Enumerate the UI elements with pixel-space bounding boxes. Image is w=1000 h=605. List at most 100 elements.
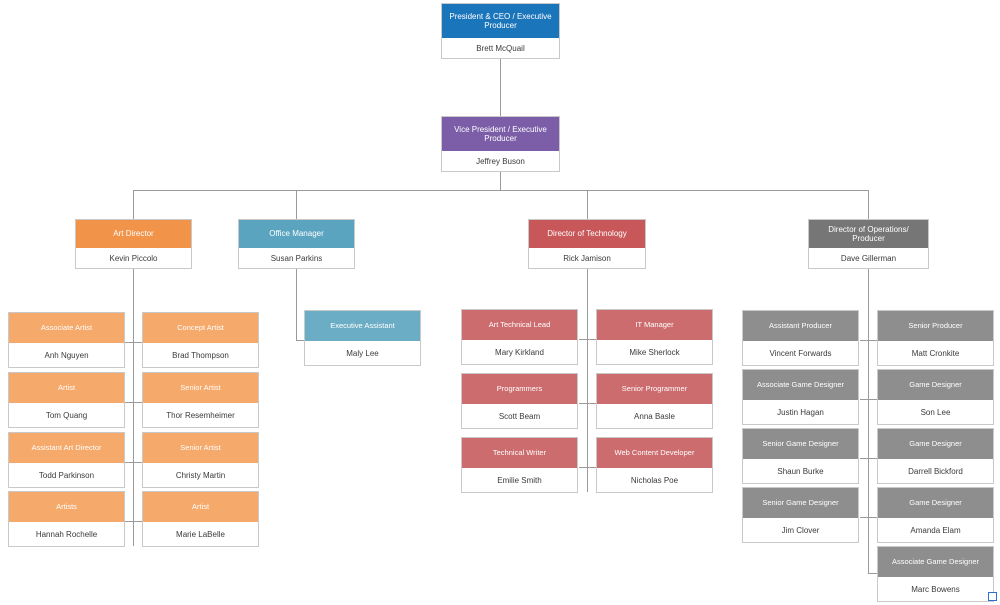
connector-bus-to-dir-technology (587, 190, 588, 219)
node-tech-1[interactable]: Art Technical Lead Mary Kirkland (461, 309, 578, 365)
node-ops-1[interactable]: Assistant Producer Vincent Forwards (742, 310, 859, 366)
node-ops-8-title: Game Designer (878, 488, 993, 518)
connector-tech-stub-2 (587, 339, 596, 340)
node-art-6-title: Senior Artist (143, 433, 258, 463)
connector-art-stub-6 (133, 462, 142, 463)
connector-ceo-to-vp (500, 59, 501, 116)
node-tech-5-title: Technical Writer (462, 438, 577, 468)
node-ops-9[interactable]: Associate Game Designer Marc Bowens (877, 546, 994, 602)
node-art-6-name: Christy Martin (143, 463, 258, 487)
node-tech-2-title: IT Manager (597, 310, 712, 340)
node-ops-7[interactable]: Senior Game Designer Jim Clover (742, 487, 859, 543)
connector-ops-stub-3 (860, 399, 868, 400)
node-ops-2[interactable]: Senior Producer Matt Cronkite (877, 310, 994, 366)
node-ops-3-name: Justin Hagan (743, 400, 858, 424)
node-ops-9-name: Marc Bowens (878, 577, 993, 601)
node-art-7-name: Hannah Rochelle (9, 522, 124, 546)
node-tech-5[interactable]: Technical Writer Emilie Smith (461, 437, 578, 493)
connector-vp-down (500, 172, 501, 191)
node-vice-president-title: Vice President / Executive Producer (442, 117, 559, 151)
node-ops-3-title: Associate Game Designer (743, 370, 858, 400)
node-art-8-title: Artist (143, 492, 258, 522)
connector-tech-stub-4 (587, 403, 596, 404)
node-tech-3[interactable]: Programmers Scott Beam (461, 373, 578, 429)
node-art-6[interactable]: Senior Artist Christy Martin (142, 432, 259, 488)
node-vice-president-name: Jeffrey Buson (442, 151, 559, 171)
node-art-1-title: Associate Artist (9, 313, 124, 343)
node-tech-2[interactable]: IT Manager Mike Sherlock (596, 309, 713, 365)
node-office-manager[interactable]: Office Manager Susan Parkins (238, 219, 355, 269)
node-office-1[interactable]: Executive Assistant Maly Lee (304, 310, 421, 366)
connector-ops-stub-2 (868, 340, 877, 341)
node-director-operations[interactable]: Director of Operations/ Producer Dave Gi… (808, 219, 929, 269)
connector-tech-stub-5 (579, 467, 587, 468)
node-ops-5-name: Shaun Burke (743, 459, 858, 483)
connector-tech-stub-6 (587, 467, 596, 468)
node-art-5[interactable]: Assistant Art Director Todd Parkinson (8, 432, 125, 488)
node-art-3-title: Artist (9, 373, 124, 403)
node-art-1[interactable]: Associate Artist Anh Nguyen (8, 312, 125, 368)
node-art-8[interactable]: Artist Marie LaBelle (142, 491, 259, 547)
node-ops-7-title: Senior Game Designer (743, 488, 858, 518)
node-vice-president[interactable]: Vice President / Executive Producer Jeff… (441, 116, 560, 172)
node-tech-4[interactable]: Senior Programmer Anna Basle (596, 373, 713, 429)
node-ops-4[interactable]: Game Designer Son Lee (877, 369, 994, 425)
node-ops-6-name: Darrell Bickford (878, 459, 993, 483)
connector-ops-stub-5 (860, 458, 868, 459)
node-ops-2-name: Matt Cronkite (878, 341, 993, 365)
node-director-operations-name: Dave Gillerman (809, 248, 928, 268)
connector-art-stub-2 (133, 342, 142, 343)
connector-art-stub-1 (125, 342, 133, 343)
node-art-director-name: Kevin Piccolo (76, 248, 191, 268)
connector-art-spine (133, 269, 134, 546)
node-art-2-title: Concept Artist (143, 313, 258, 343)
node-ops-1-title: Assistant Producer (743, 311, 858, 341)
node-ops-3[interactable]: Associate Game Designer Justin Hagan (742, 369, 859, 425)
node-director-technology-title: Director of Technology (529, 220, 645, 248)
node-art-7[interactable]: Artists Hannah Rochelle (8, 491, 125, 547)
node-art-4[interactable]: Senior Artist Thor Resemheimer (142, 372, 259, 428)
node-tech-6-name: Nicholas Poe (597, 468, 712, 492)
node-art-4-name: Thor Resemheimer (143, 403, 258, 427)
node-art-director[interactable]: Art Director Kevin Piccolo (75, 219, 192, 269)
node-ops-1-name: Vincent Forwards (743, 341, 858, 365)
node-ceo[interactable]: President & CEO / Executive Producer Bre… (441, 3, 560, 59)
node-ops-6-title: Game Designer (878, 429, 993, 459)
node-art-4-title: Senior Artist (143, 373, 258, 403)
node-tech-4-title: Senior Programmer (597, 374, 712, 404)
connector-art-stub-8 (133, 521, 142, 522)
node-tech-2-name: Mike Sherlock (597, 340, 712, 364)
node-office-1-name: Maly Lee (305, 341, 420, 365)
node-art-3-name: Tom Quang (9, 403, 124, 427)
node-tech-4-name: Anna Basle (597, 404, 712, 428)
connector-art-stub-7 (125, 521, 133, 522)
node-art-3[interactable]: Artist Tom Quang (8, 372, 125, 428)
node-art-1-name: Anh Nguyen (9, 343, 124, 367)
connector-art-stub-4 (133, 402, 142, 403)
node-office-manager-title: Office Manager (239, 220, 354, 248)
connector-tech-stub-3 (579, 403, 587, 404)
node-ops-6[interactable]: Game Designer Darrell Bickford (877, 428, 994, 484)
node-art-8-name: Marie LaBelle (143, 522, 258, 546)
node-tech-6-title: Web Content Developer (597, 438, 712, 468)
node-ceo-title: President & CEO / Executive Producer (442, 4, 559, 38)
connector-ops-stub-9 (868, 573, 877, 574)
node-ops-7-name: Jim Clover (743, 518, 858, 542)
node-office-manager-name: Susan Parkins (239, 248, 354, 268)
node-tech-3-title: Programmers (462, 374, 577, 404)
node-art-7-title: Artists (9, 492, 124, 522)
node-director-technology[interactable]: Director of Technology Rick Jamison (528, 219, 646, 269)
node-art-2[interactable]: Concept Artist Brad Thompson (142, 312, 259, 368)
node-tech-3-name: Scott Beam (462, 404, 577, 428)
connector-ops-stub-7 (860, 517, 868, 518)
resize-handle-bottom-right[interactable] (988, 592, 997, 601)
node-art-director-title: Art Director (76, 220, 191, 248)
connector-bus-to-art-director (133, 190, 134, 219)
node-tech-6[interactable]: Web Content Developer Nicholas Poe (596, 437, 713, 493)
node-ops-5[interactable]: Senior Game Designer Shaun Burke (742, 428, 859, 484)
node-tech-5-name: Emilie Smith (462, 468, 577, 492)
connector-art-stub-3 (125, 402, 133, 403)
node-ops-8[interactable]: Game Designer Amanda Elam (877, 487, 994, 543)
connector-office-spine (296, 269, 297, 340)
